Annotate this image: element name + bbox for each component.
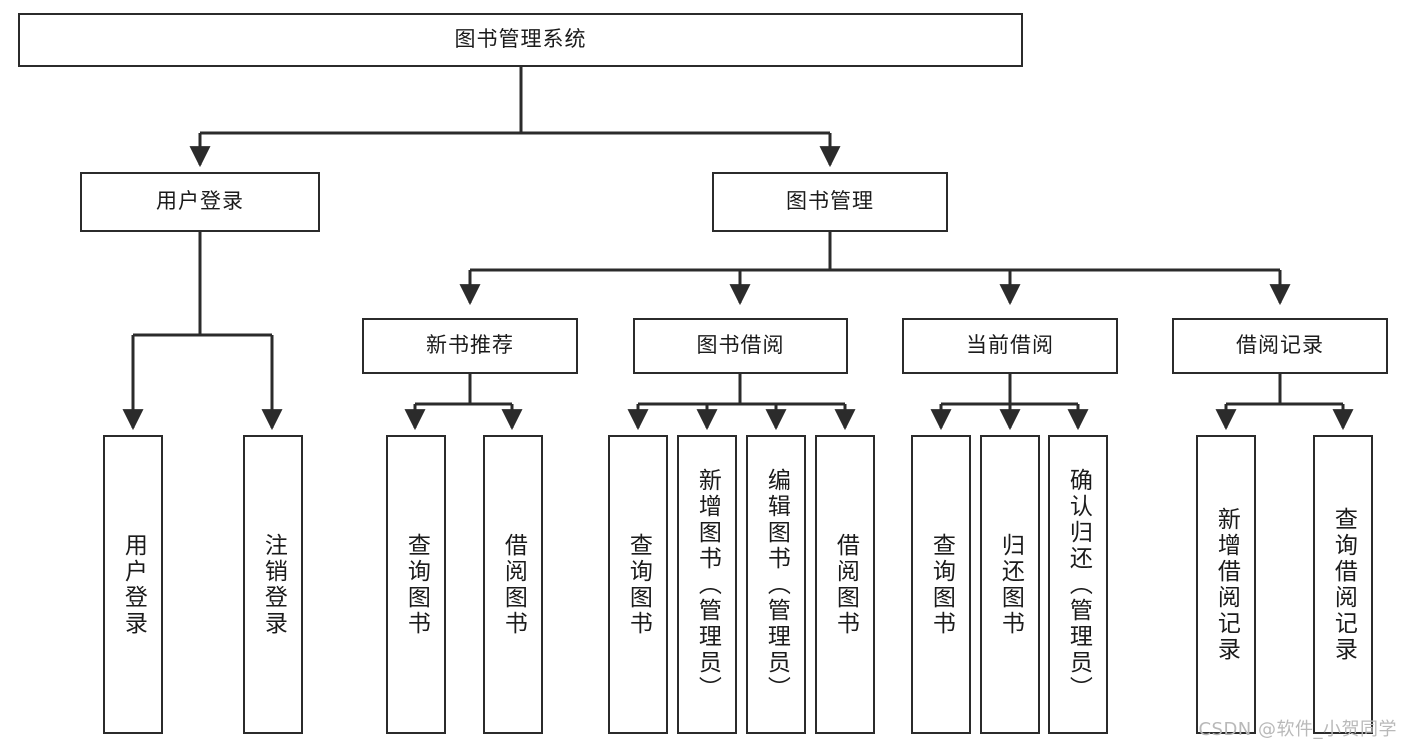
node-current-borrow[interactable]: 当前借阅 — [902, 318, 1118, 374]
node-label: 用户登录 — [120, 532, 147, 637]
node-label: 查询借阅记录 — [1330, 506, 1357, 663]
node-label: 确认归还（管理员） — [1065, 467, 1092, 702]
node-label: 借阅图书 — [832, 532, 859, 637]
leaf-user-login-login[interactable]: 用户登录 — [103, 435, 163, 734]
node-root-book-management-system[interactable]: 图书管理系统 — [18, 13, 1023, 67]
node-label: 借阅图书 — [500, 532, 527, 637]
leaf-borrow-record-query-record[interactable]: 查询借阅记录 — [1313, 435, 1373, 734]
node-label: 新增借阅记录 — [1213, 506, 1240, 663]
node-label: 归还图书 — [997, 532, 1024, 637]
leaf-current-borrow-confirm-return-admin[interactable]: 确认归还（管理员） — [1048, 435, 1108, 734]
node-label: 当前借阅 — [966, 333, 1054, 358]
leaf-current-borrow-return-book[interactable]: 归还图书 — [980, 435, 1040, 734]
leaf-user-login-logout[interactable]: 注销登录 — [243, 435, 303, 734]
node-new-book-recommend[interactable]: 新书推荐 — [362, 318, 578, 374]
node-label: 查询图书 — [625, 532, 652, 637]
node-label: 图书借阅 — [696, 333, 785, 358]
node-book-management[interactable]: 图书管理 — [712, 172, 948, 232]
leaf-book-borrow-borrow-book[interactable]: 借阅图书 — [815, 435, 875, 734]
node-label: 新书推荐 — [426, 333, 514, 358]
node-label: 图书管理 — [786, 189, 874, 214]
node-label: 查询图书 — [403, 532, 430, 637]
node-label: 查询图书 — [928, 532, 955, 637]
node-label: 用户登录 — [156, 189, 244, 214]
node-label: 新增图书（管理员） — [694, 467, 721, 702]
node-user-login[interactable]: 用户登录 — [80, 172, 320, 232]
leaf-borrow-record-add-record[interactable]: 新增借阅记录 — [1196, 435, 1256, 734]
leaf-book-borrow-add-book-admin[interactable]: 新增图书（管理员） — [677, 435, 737, 734]
watermark: CSDN @软件_小贺同学 — [1198, 719, 1397, 740]
leaf-current-borrow-query-book[interactable]: 查询图书 — [911, 435, 971, 734]
node-label: 借阅记录 — [1236, 333, 1324, 358]
leaf-book-borrow-edit-book-admin[interactable]: 编辑图书（管理员） — [746, 435, 806, 734]
node-label: 注销登录 — [260, 532, 287, 637]
leaf-new-book-borrow-book[interactable]: 借阅图书 — [483, 435, 543, 734]
node-borrow-record[interactable]: 借阅记录 — [1172, 318, 1388, 374]
leaf-new-book-query-book[interactable]: 查询图书 — [386, 435, 446, 734]
node-book-borrow[interactable]: 图书借阅 — [633, 318, 848, 374]
node-label: 编辑图书（管理员） — [763, 467, 790, 702]
node-label: 图书管理系统 — [454, 27, 587, 52]
leaf-book-borrow-query-book[interactable]: 查询图书 — [608, 435, 668, 734]
